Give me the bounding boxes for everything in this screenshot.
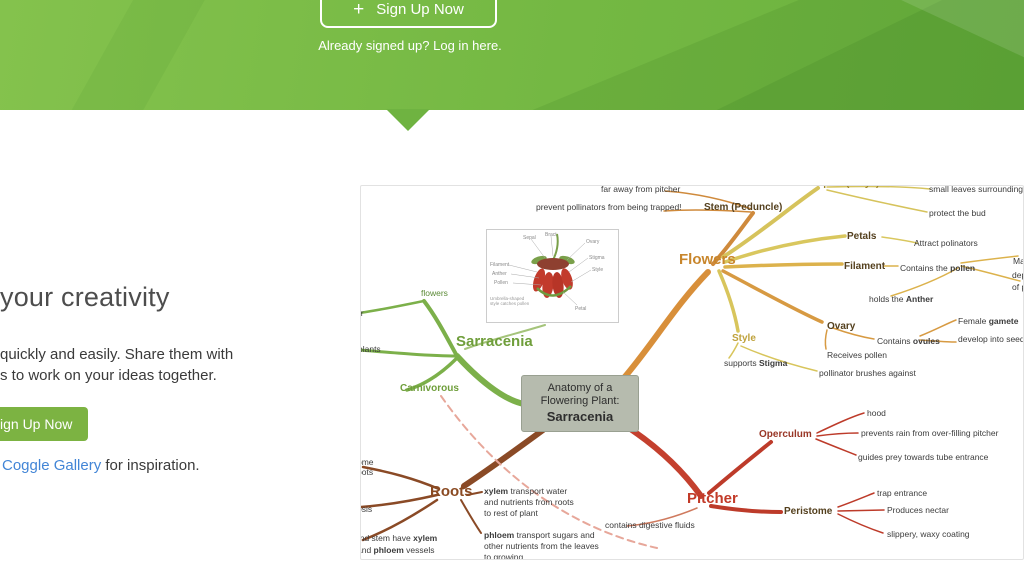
- flower-label: Filament: [490, 262, 510, 268]
- center-node-line1: Anatomy of a: [547, 381, 613, 394]
- mindmap-label: far away from pitcher: [601, 185, 681, 194]
- signup-cta-button[interactable]: ign Up Now: [0, 407, 89, 441]
- flower-label: Stigma: [589, 255, 605, 261]
- hero-body-line1: quickly and easily. Share them with: [0, 346, 234, 363]
- mindmap-label: Filament: [844, 261, 886, 272]
- signup-now-button[interactable]: + Sign Up Now: [320, 0, 497, 28]
- signup-now-label: Sign Up Now: [376, 1, 464, 18]
- mindmap-label: small leaves surrounding: [929, 185, 1024, 194]
- mindmap-label: protect the bud: [929, 208, 986, 218]
- gallery-line: Coggle Gallery for inspiration.: [2, 457, 200, 474]
- mindmap-center-node: Anatomy of a Flowering Plant: Sarracenia: [521, 375, 639, 432]
- mindmap-label: of p: [1012, 282, 1023, 292]
- mindmap-label: pollinator brushes against: [819, 368, 916, 378]
- mindmap-label: hood: [867, 408, 886, 418]
- mindmap-label: holds the Anther: [869, 294, 934, 304]
- mindmap-label: Peristome: [784, 506, 833, 517]
- plus-icon: +: [353, 0, 365, 20]
- mindmap-label: ome: [361, 457, 374, 467]
- mindmap-label: Ma: [1013, 256, 1024, 266]
- chevron-down-pointer: [386, 109, 430, 131]
- mindmap-label: Pitcher: [687, 490, 738, 507]
- hero-body-line2: s to work on your ideas together.: [0, 367, 217, 384]
- mindmap-label: Female gamete: [958, 316, 1019, 326]
- mindmap-label: xylem transport water and nutrients from…: [484, 486, 574, 519]
- already-signed-up-text: Already signed up?: [318, 38, 430, 53]
- mindmap-label: Attract polinators: [914, 238, 978, 248]
- mindmap-label: develop into seeds: [958, 334, 1024, 344]
- mindmap-label: oots: [361, 467, 374, 477]
- mindmap-label: dep: [1012, 270, 1023, 280]
- flower-label: Anther: [492, 271, 507, 277]
- mindmap-label: Stem (Peduncle): [704, 202, 783, 213]
- mindmap-label: Sepals (Calyx): [811, 186, 879, 190]
- flower-label: Bract: [545, 232, 557, 238]
- mindmap-label: Operculum: [759, 429, 812, 440]
- mindmap-label: phloem transport sugars and other nutrie…: [484, 530, 599, 560]
- center-node-title: Sarracenia: [546, 409, 614, 425]
- mindmap-label: prevents rain from over-filling pitcher: [861, 428, 999, 438]
- mindmap-label: Ovary: [827, 321, 856, 332]
- mindmap-label: osis: [361, 504, 373, 514]
- mindmap-label: plants: [360, 344, 381, 354]
- login-line: Already signed up? Log in here.: [295, 38, 525, 53]
- mindmap-label: Flowers: [679, 251, 736, 268]
- center-node-line2: Flowering Plant:: [540, 395, 620, 408]
- flower-label: Sepal: [523, 235, 536, 241]
- mindmap-label: Style: [732, 333, 756, 344]
- mindmap-label: er: [360, 308, 364, 318]
- mindmap-label: trap entrance: [877, 488, 928, 498]
- mindmap-label: Sarracenia: [456, 333, 533, 350]
- mindmap-label: guides prey towards tube entrance: [858, 452, 989, 462]
- mindmap-label: Roots: [430, 483, 473, 500]
- coggle-gallery-link[interactable]: Coggle Gallery: [2, 457, 102, 474]
- flower-label: Pollen: [494, 280, 508, 286]
- gallery-suffix: for inspiration.: [101, 457, 200, 474]
- mindmap-label: and stem have xylem: [360, 533, 438, 543]
- mindmap-label: slippery, waxy coating: [887, 529, 970, 539]
- mindmap-label: Contains the pollen: [900, 263, 976, 273]
- header-banner: + Sign Up Now Already signed up? Log in …: [0, 0, 1024, 131]
- mindmap-label: Receives pollen: [827, 350, 888, 360]
- mindmap-label: supports Stigma: [724, 358, 788, 368]
- flower-label: Ovary: [586, 239, 600, 245]
- flower-figure-caption: Umbrella-shaped style catches pollen: [490, 296, 530, 307]
- mindmap-label: prevent pollinators from being trapped!: [536, 202, 682, 212]
- mindmap-label: Contains ovules: [877, 336, 940, 346]
- mindmap-label: Carnivorous: [400, 383, 459, 394]
- flower-label: Petal: [575, 306, 587, 312]
- flower-illustration: [508, 233, 592, 306]
- mindmap-branches: [361, 186, 1021, 549]
- log-in-link[interactable]: Log in here.: [433, 38, 502, 53]
- flower-label: Style: [592, 267, 604, 273]
- mindmap-label: Produces nectar: [887, 505, 949, 515]
- mindmap-label: and phloem vessels: [361, 545, 435, 555]
- mindmap-label: contains digestive fluids: [605, 520, 695, 530]
- mindmap-label: flowers: [421, 288, 448, 298]
- mindmap-label: Petals: [847, 231, 877, 242]
- hero-heading: your creativity: [0, 282, 170, 312]
- hero-body-text: quickly and easily. Share them with s to…: [0, 344, 233, 386]
